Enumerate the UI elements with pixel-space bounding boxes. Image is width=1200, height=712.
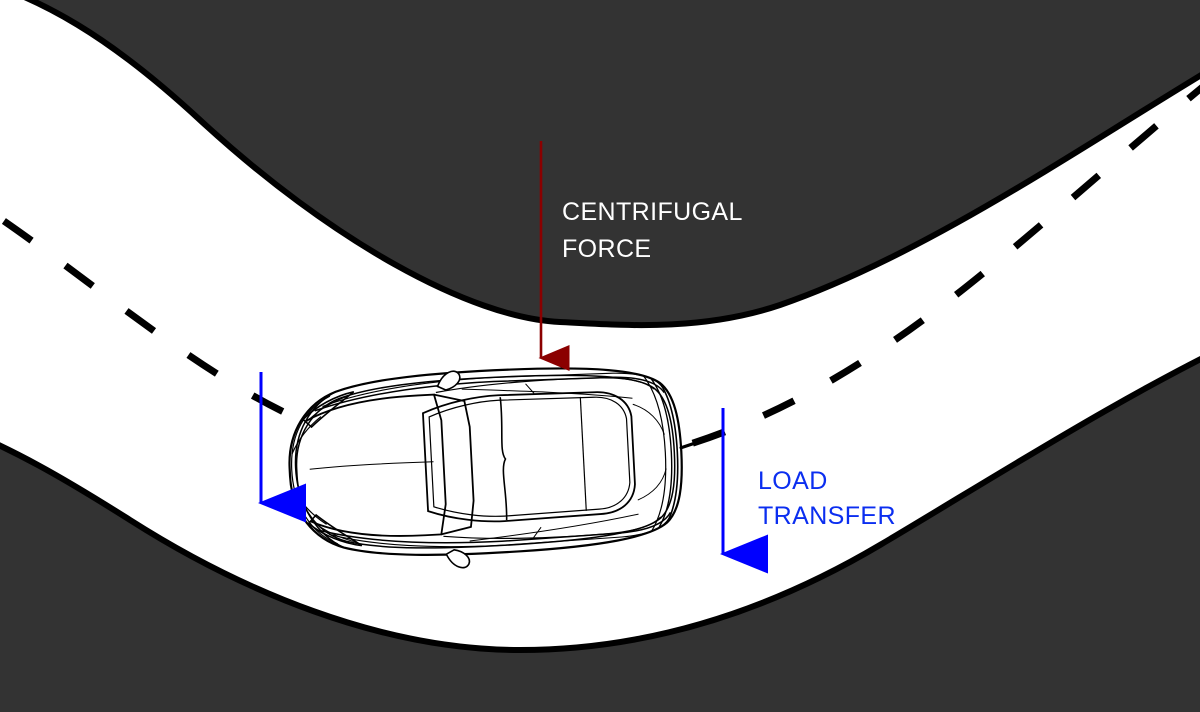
car-body-outline <box>288 367 683 556</box>
car-crease-upper <box>461 388 633 399</box>
car-mirror-lower <box>445 548 471 569</box>
load-transfer-label-line1: LOAD <box>758 467 828 495</box>
car-rear-deck-line-2 <box>637 468 667 501</box>
car-crease-lower <box>469 513 639 542</box>
car-rear-window-divider <box>579 396 587 511</box>
car-roof-outline <box>422 391 636 523</box>
load-transfer-label-line2: TRANSFER <box>758 502 896 530</box>
track-infield <box>31 0 1200 326</box>
car-hood-crease <box>309 461 434 470</box>
centrifugal-force-label-line2: FORCE <box>562 235 652 263</box>
car-front-bumper <box>291 416 322 455</box>
car-headlight-right <box>307 513 363 547</box>
car-door-sill-lower <box>443 516 662 540</box>
track-infield-edge <box>23 0 1200 329</box>
track-outfield <box>0 359 1200 712</box>
car-headlight-right-inner <box>312 520 356 543</box>
car-rear-deck-line-1 <box>632 403 665 435</box>
car-rear-rib-1 <box>659 382 679 523</box>
car-antenna <box>679 434 719 450</box>
car-rear-rib-2 <box>650 378 673 528</box>
car-cabin-divider <box>499 397 508 521</box>
centrifugal-force-label-line1: CENTRIFUGAL <box>562 198 743 226</box>
car-mirror-upper <box>436 370 461 391</box>
car-door-sill-upper <box>435 377 655 394</box>
car-wiper-lower <box>533 526 542 538</box>
car-shoulder-line-lower <box>320 512 672 544</box>
car-wiper-upper <box>525 383 535 394</box>
car-hood-panel <box>304 393 447 537</box>
car-headlight-left-inner <box>306 395 349 422</box>
car-shoulder-line-upper-2 <box>322 372 663 407</box>
car-body-inner-seam <box>295 374 676 549</box>
car-roof-inner <box>428 396 631 517</box>
car-shoulder-line-upper <box>314 376 665 412</box>
car-top-view <box>288 367 719 569</box>
car-headlight-left <box>301 391 355 429</box>
track-outfield-edge <box>0 355 1200 654</box>
car-shoulder-line-lower-2 <box>329 518 670 548</box>
